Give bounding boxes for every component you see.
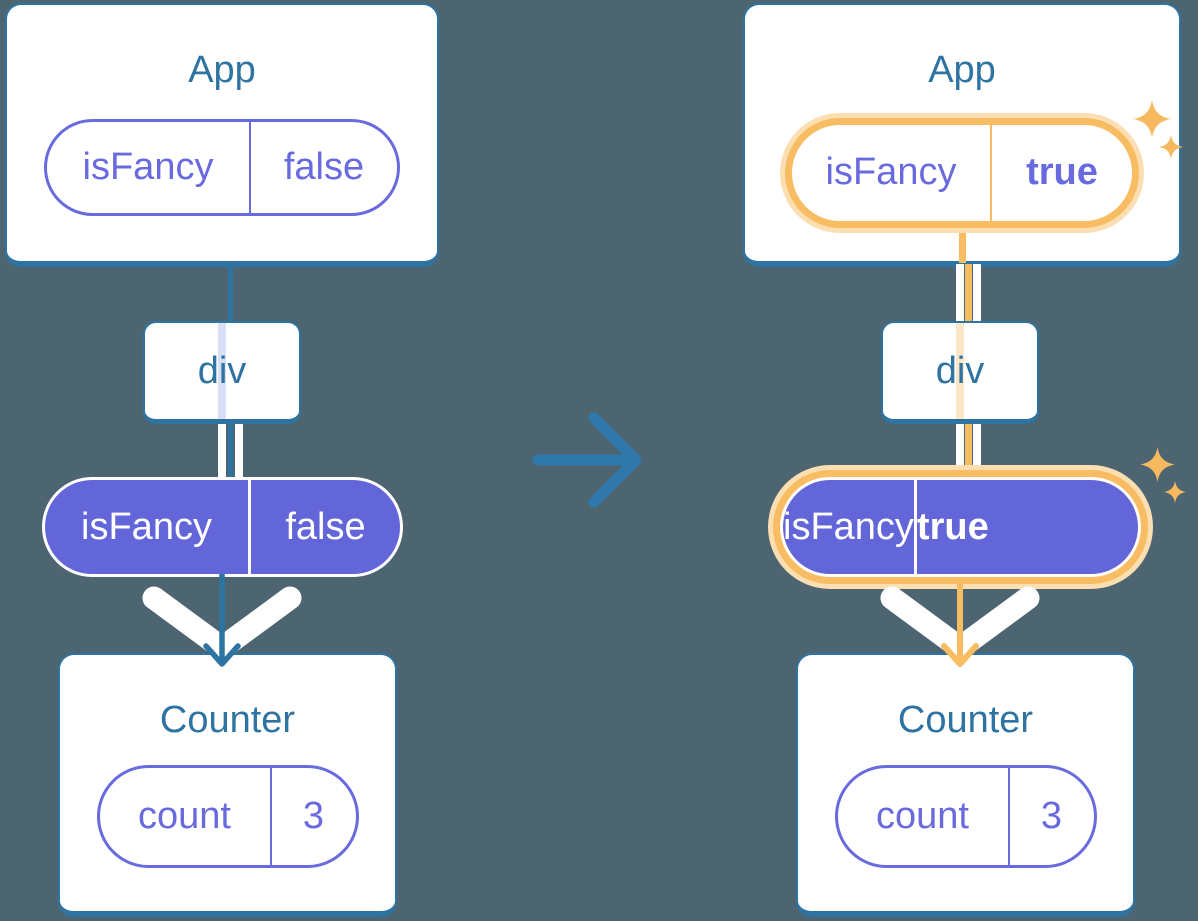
props-down-arrow [840, 574, 1080, 674]
prop-flow-through-div [956, 323, 964, 419]
div-label: div [197, 349, 247, 392]
down-chevron-arrow-icon [142, 574, 302, 667]
prop-name: isFancy [783, 505, 914, 548]
prop-flow-stripe [217, 424, 226, 477]
prop-value: false [248, 480, 400, 574]
component-title-counter: Counter [159, 699, 296, 741]
edge-div-to-prop [738, 424, 1198, 465]
props-down-arrow [102, 574, 342, 674]
edge-app-to-div [0, 264, 460, 321]
down-chevron-arrow-icon [880, 579, 1040, 667]
sparkle-icon [1140, 447, 1175, 482]
prop-name: isFancy [81, 505, 212, 548]
prop-flow-line [958, 233, 966, 263]
prop-flow-line [964, 264, 972, 321]
counter-state-pill: count 3 [834, 764, 1097, 868]
prop-value: true [913, 480, 989, 574]
highlight-ring: isFancy true [768, 465, 1153, 589]
highlight-ring-inner: isFancy true [773, 470, 1148, 584]
prop-flow-stripe [972, 264, 981, 321]
tree-before: App isFancy false div isFancy false [0, 0, 460, 921]
sparkle-icon [1164, 481, 1186, 503]
div-card: div [143, 321, 301, 424]
state-name: count [138, 794, 231, 837]
edge-div-to-prop [0, 424, 460, 477]
prop-flow-stripe [955, 264, 964, 321]
highlight-ring: isFancy true [780, 112, 1144, 233]
passed-prop-pill: isFancy false [42, 477, 403, 577]
component-title-counter: Counter [897, 699, 1034, 741]
component-title-app: App [188, 49, 256, 91]
right-arrow-icon [532, 412, 642, 508]
div-card: div [881, 321, 1039, 424]
app-card: App isFancy false [5, 3, 439, 267]
component-title-app: App [928, 49, 996, 91]
state-value: 3 [269, 767, 356, 865]
state-value: 3 [1007, 767, 1094, 865]
sparkle-icon [1159, 135, 1183, 159]
tree-after: App isFancy true div [738, 0, 1198, 921]
passed-prop-pill: isFancy true [780, 477, 1141, 577]
prop-name: isFancy [82, 145, 214, 188]
counter-state-pill: count 3 [96, 764, 359, 868]
prop-flow-line [227, 264, 233, 321]
prop-value: false [249, 121, 397, 213]
prop-flow-stripe [234, 424, 243, 477]
div-label: div [935, 349, 985, 392]
counter-card: Counter count 3 [796, 653, 1135, 917]
prop-flow-through-div [218, 323, 226, 419]
prop-flow-stripe [972, 424, 981, 465]
app-prop-pill: isFancy false [44, 118, 400, 216]
prop-name: isFancy [825, 151, 957, 194]
sparkle-icon [1133, 100, 1171, 138]
counter-card: Counter count 3 [58, 653, 397, 917]
prop-flow-stripe [955, 424, 964, 465]
prop-flow-line [964, 424, 972, 465]
prop-flow-line [227, 424, 233, 477]
app-prop-pill: isFancy true [792, 124, 1132, 221]
transition-arrow [528, 406, 658, 516]
edge-app-to-div [738, 264, 1198, 321]
prop-value: true [990, 124, 1132, 221]
state-name: count [876, 794, 969, 837]
app-card: App isFancy true [743, 3, 1181, 267]
highlight-ring-inner: isFancy true [785, 117, 1139, 228]
